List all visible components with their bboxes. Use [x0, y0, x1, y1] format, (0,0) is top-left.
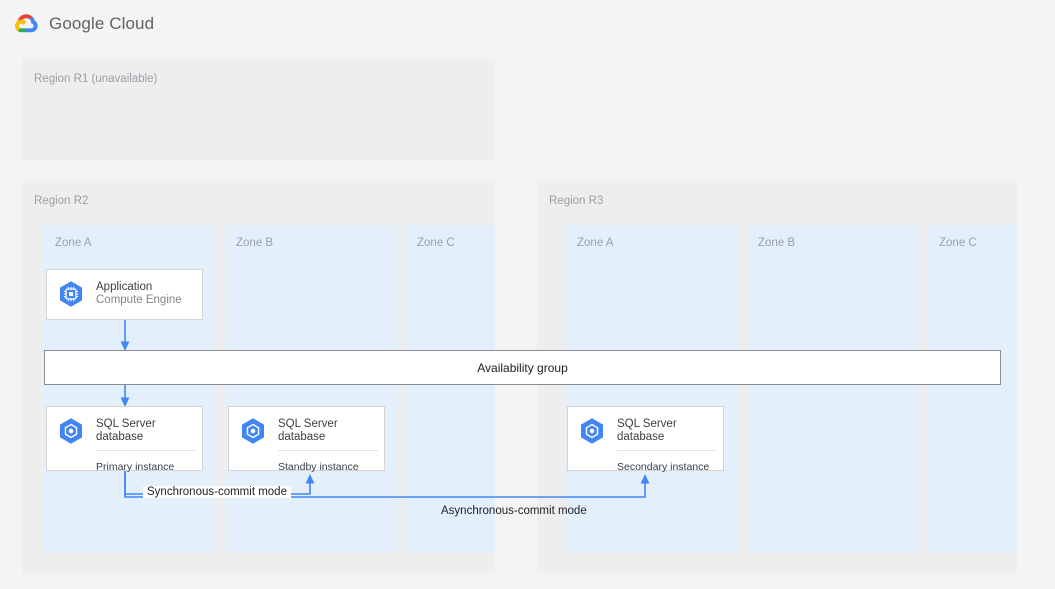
zone-r3-a-label: Zone A: [577, 237, 614, 249]
brand-name: Google Cloud: [49, 14, 155, 33]
card-application-text: Application Compute Engine: [96, 281, 182, 308]
zone-r2-b: Zone B: [225, 225, 397, 553]
compute-engine-icon: [59, 281, 83, 307]
card-primary-db-title: SQL Server database: [96, 417, 156, 444]
sql-server-database-icon: [241, 418, 265, 444]
card-secondary-db[interactable]: SQL Server database Secondary instance: [567, 406, 724, 473]
card-standby-db-main: SQL Server database: [229, 407, 384, 450]
zone-r3-c-label: Zone C: [939, 237, 977, 249]
card-secondary-db-footer: Secondary instance: [617, 461, 710, 473]
card-primary-db[interactable]: SQL Server database Primary instance: [46, 406, 203, 473]
card-secondary-db-text: SQL Server database: [617, 418, 677, 445]
brand-logo: Google Cloud: [14, 11, 154, 37]
sql-server-database-icon: [580, 418, 604, 444]
page-header: Google Cloud: [0, 0, 1055, 46]
sql-server-database-icon: [59, 418, 83, 444]
zone-r2-a-label: Zone A: [55, 237, 92, 249]
zone-r2-b-label: Zone B: [236, 237, 274, 249]
card-secondary-db-title: SQL Server database: [617, 417, 677, 444]
zone-r3-b: Zone B: [747, 225, 919, 553]
synchronous-commit-label: Synchronous-commit mode: [143, 486, 291, 498]
card-application-subtitle: Compute Engine: [96, 294, 182, 306]
availability-group-bar: Availability group: [44, 350, 1001, 385]
asynchronous-commit-label: Asynchronous-commit mode: [441, 505, 587, 517]
region-r1-label: Region R1 (unavailable): [34, 73, 158, 85]
card-primary-db-text: SQL Server database: [96, 418, 156, 445]
card-application-main: Application Compute Engine: [47, 270, 202, 318]
card-standby-db-title: SQL Server database: [278, 417, 338, 444]
availability-group-label: Availability group: [477, 360, 568, 375]
zone-r3-c: Zone C: [928, 225, 1017, 553]
card-standby-db[interactable]: SQL Server database Standby instance: [228, 406, 385, 473]
card-standby-db-footer-wrap: Standby instance: [278, 450, 378, 482]
region-r2-label: Region R2: [34, 195, 89, 207]
card-primary-db-footer: Primary instance: [96, 461, 175, 473]
zone-r2-c-label: Zone C: [417, 237, 455, 249]
card-application-title: Application: [96, 280, 153, 293]
google-cloud-logo-icon: [15, 14, 38, 33]
card-primary-db-main: SQL Server database: [47, 407, 202, 450]
card-secondary-db-footer-wrap: Secondary instance: [617, 450, 717, 482]
zone-r2-c: Zone C: [406, 225, 495, 553]
card-primary-db-footer-wrap: Primary instance: [96, 450, 196, 482]
zone-r3-a: Zone A: [566, 225, 738, 553]
zone-r3-b-label: Zone B: [758, 237, 796, 249]
card-application[interactable]: Application Compute Engine: [46, 269, 203, 320]
card-standby-db-footer: Standby instance: [278, 461, 359, 473]
region-r3-label: Region R3: [549, 195, 604, 207]
region-r1: Region R1 (unavailable): [22, 59, 495, 160]
card-standby-db-text: SQL Server database: [278, 418, 338, 445]
card-secondary-db-main: SQL Server database: [568, 407, 723, 450]
